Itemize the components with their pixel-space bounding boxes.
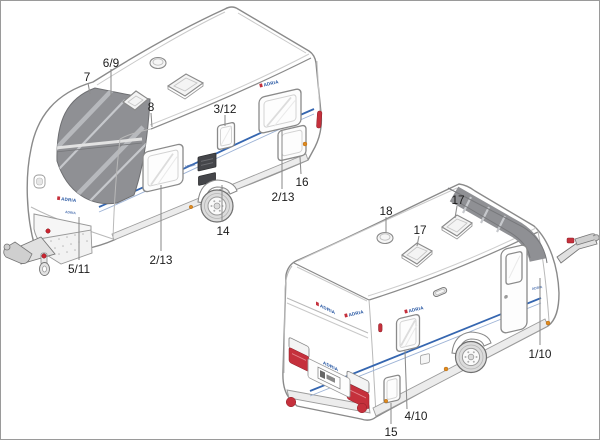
callout-label-15: 15 — [384, 425, 398, 439]
callout-leader-8 — [150, 112, 153, 128]
rear-trim-line2 — [286, 302, 369, 339]
hitch-front — [556, 233, 599, 264]
callout-label-1/10: 1/10 — [529, 347, 552, 361]
corner-marker-orange — [302, 141, 308, 147]
roof-hatch-left — [400, 242, 434, 268]
callout-label-2/13: 2/13 — [272, 190, 295, 204]
callout-leader-17 — [416, 235, 420, 247]
rear-trim-line — [286, 297, 369, 334]
awning-light-red — [378, 323, 383, 333]
wheel-fender — [197, 179, 238, 204]
wheel-front-view — [197, 179, 238, 223]
callout-label-16: 16 — [295, 175, 309, 189]
callout-label-8: 8 — [148, 100, 155, 114]
callout-lines — [78, 69, 541, 424]
wheel-rear-view — [451, 331, 492, 374]
roof-far-edge-trim — [96, 11, 226, 86]
awning-rail-end-red — [316, 110, 323, 129]
brand-logo-side-rear: ADRIA — [259, 79, 280, 88]
license-plate-recess — [307, 358, 351, 398]
callout-label-2/13: 2/13 — [150, 253, 173, 267]
front-marker-light — [33, 174, 46, 189]
jockey-marker-red — [41, 253, 47, 259]
front-panoramic-window — [56, 87, 151, 205]
side-window-rear — [258, 88, 302, 134]
svg-text:ADRIA: ADRIA — [408, 305, 425, 313]
wheel-fender — [451, 331, 492, 355]
rear-top-trim — [296, 266, 368, 302]
awning-rail — [150, 57, 312, 130]
front-roof-window-band — [447, 186, 548, 264]
hitch-assembly — [3, 228, 56, 276]
rear-reflector-right — [356, 402, 368, 414]
side-window-front — [142, 143, 184, 193]
skirt-marker-orange-3 — [384, 399, 389, 404]
awning-rail-trim — [149, 53, 310, 126]
rear-roof-edge — [293, 262, 370, 301]
svg-text:ADRIA: ADRIA — [65, 210, 77, 215]
side-window-small — [216, 121, 236, 151]
roof-grab-handle — [432, 286, 448, 298]
callout-label-18: 18 — [379, 204, 393, 218]
entrance-door — [500, 244, 528, 334]
rear-corner-trim — [316, 60, 321, 114]
callout-leader-7 — [87, 82, 91, 95]
callout-label-5/11: 5/11 — [68, 262, 90, 276]
door-handle — [504, 294, 508, 299]
rear-skirt-rail — [286, 389, 371, 414]
roof-vent-round — [149, 56, 167, 70]
skirt-marker-orange-2 — [545, 320, 551, 326]
rear-reflector-left — [285, 396, 297, 408]
callout-label-14: 14 — [216, 224, 230, 238]
caravan-front-left-view: ADRIA ADRIA ADRIA ADRIA — [3, 6, 323, 276]
brand-logo-side-mid: ADRIA — [404, 305, 425, 314]
hitch-marker-red — [45, 228, 51, 234]
front-window-reflections — [56, 88, 150, 204]
svg-text:ADRIA: ADRIA — [184, 163, 196, 169]
caravan-rear-left-view: ADRIA ADRIA ADRIA ADRIA ADRIA — [282, 183, 599, 421]
front-cap-seam — [537, 231, 550, 322]
callout-label-4/10: 4/10 — [405, 409, 428, 423]
service-flap — [383, 374, 401, 404]
brand-logo-side-small: ADRIA — [184, 163, 196, 169]
callout-label-17: 17 — [451, 193, 464, 207]
svg-text:ADRIA: ADRIA — [263, 79, 280, 87]
roof-rear-edge-trim — [237, 12, 307, 54]
svg-text:ADRIA: ADRIA — [348, 309, 365, 317]
brand-logo-front-upper: ADRIA — [57, 196, 77, 203]
rear-near-corner-seam — [368, 299, 377, 416]
rooflight — [166, 73, 205, 100]
callout-leader-4/10 — [404, 350, 408, 410]
tail-light-right — [346, 370, 370, 409]
rear-corner-molding — [283, 265, 293, 374]
skirt-marker-orange — [188, 204, 193, 209]
cap-seam — [119, 128, 152, 140]
callout-label-7: 7 — [84, 70, 91, 84]
callout-leader-17 — [454, 205, 458, 219]
callout-label-6/9: 6/9 — [103, 56, 119, 70]
front-corner-seam — [112, 138, 121, 240]
callout-leader-16 — [299, 156, 302, 175]
callout-label-17: 17 — [413, 223, 426, 237]
brand-logo-side-rear: ADRIA — [344, 309, 365, 318]
hitch-coupling — [3, 241, 33, 264]
roof-vent-round — [376, 231, 394, 245]
roof-hatch-right — [440, 214, 474, 240]
svg-text:ADRIA: ADRIA — [531, 285, 543, 291]
tail-light-left — [288, 337, 310, 372]
roof-far-edge-trim — [297, 187, 458, 262]
filler-flap — [420, 353, 430, 365]
hitch-handle-red — [566, 237, 575, 244]
caravan-body — [282, 183, 560, 421]
skirt-marker-orange-1 — [443, 366, 449, 372]
callout-label-3/12: 3/12 — [214, 102, 237, 116]
brand-logo-side-front: ADRIA — [531, 285, 543, 291]
service-door — [277, 124, 307, 162]
svg-text:ADRIA: ADRIA — [61, 196, 77, 203]
brand-logo-front-lower: ADRIA — [65, 210, 77, 215]
side-window-rear — [395, 313, 421, 353]
front-roof-hatch — [122, 90, 149, 111]
